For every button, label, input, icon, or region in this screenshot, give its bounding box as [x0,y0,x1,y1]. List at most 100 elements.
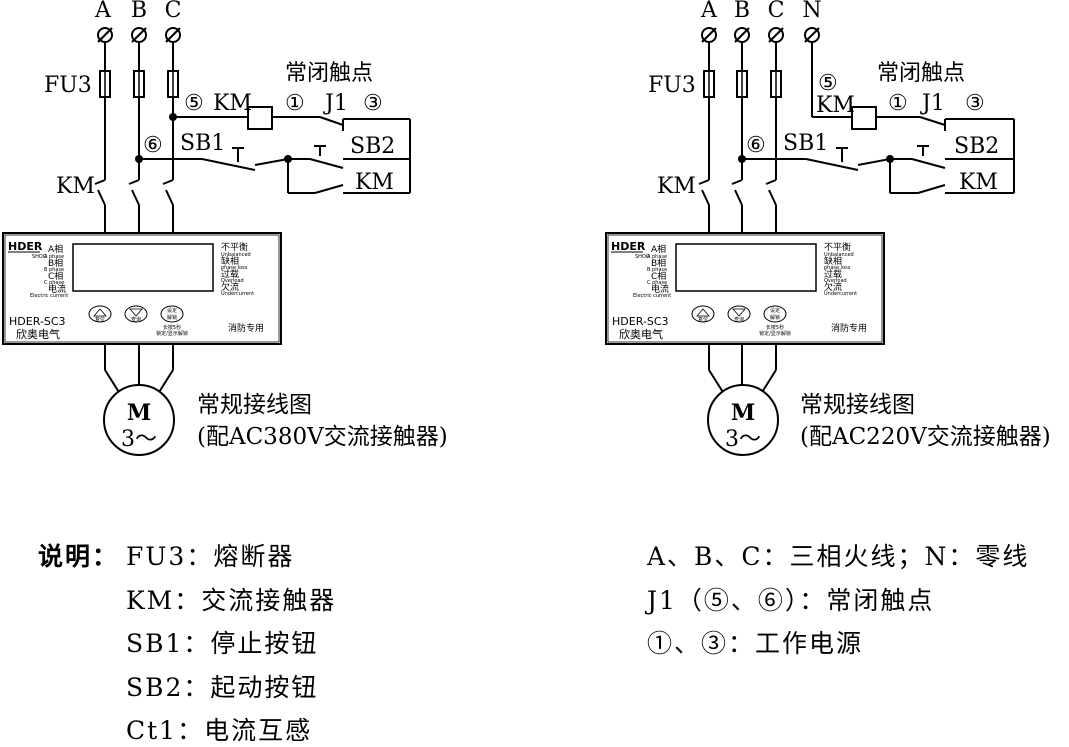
terminal-b [734,27,750,43]
node-5-label: ⑤ [818,71,838,96]
km-coil-label: KM [816,93,855,118]
phase-b-label: B [131,0,147,23]
junction-dot [135,155,143,163]
fuse-c [167,70,179,98]
node-1-label: ① [285,91,305,116]
node-6-label: ⑥ [143,133,163,158]
query-button[interactable]: 查询 [124,305,148,323]
fuse-b [133,70,145,98]
junction-dot [284,155,292,163]
current-text: 电流 [651,283,669,295]
button-note-2: 锁定/显示解锁 [156,330,188,337]
phase-c-text: C相 [651,270,666,282]
legend-item-j1: J1（⑤、⑥）：常闭触点 [647,586,935,615]
km-aux-label: KM [355,170,394,195]
overload-text: 过载 [221,268,239,280]
brand-sub: SHOO [32,254,47,260]
phase-b-text: B相 [48,257,63,269]
phase-c-en: C phase [44,280,64,286]
junction-dot [738,155,746,163]
company-label: 欣奥电气 [16,327,60,341]
control-circuit [742,42,1015,194]
current-en: Electric current [633,293,671,299]
contact-title: 常闭触点 [285,61,373,86]
brand-sub: SHOO [635,254,650,260]
company-label: 欣奥电气 [619,327,663,341]
reset-button[interactable]: 复位 [691,305,715,323]
caption-title: 常规接线图 [800,392,915,418]
undercurrent-text: 欠流 [824,281,842,293]
reset-button[interactable]: 复位 [88,305,112,323]
set-unlock-button[interactable]: 设定 解锁 [763,305,787,323]
query-label: 查询 [734,316,744,323]
j1-label: J1 [920,91,945,116]
undercurrent-en: Undercurrent [221,291,254,297]
node-5-label: ⑤ [184,91,204,116]
caption-title: 常规接线图 [197,392,312,418]
left-diagram: A B C FU3 [44,0,448,456]
junction-dot [169,113,177,121]
neutral-label: N [802,0,821,23]
fu3-label: FU3 [648,73,696,98]
brand-logo: HDER [8,240,43,253]
phase-c-label: C [768,0,785,23]
unbalanced-text: 不平衡 [824,241,851,253]
fuse-a [99,70,111,98]
motor-letter: M [127,400,151,426]
unbalanced-en: Unbalanced [824,252,854,258]
motor-letter: M [731,400,755,426]
phase-c-en: C phase [647,280,667,286]
phase-b-en: B phase [44,267,64,273]
contact-title: 常闭触点 [877,61,965,86]
phase-c-text: C相 [48,270,63,282]
legend-item-ct1: Ct1：电流互感 [126,716,313,745]
phase-a-text: A相 [651,243,666,255]
purpose-label: 消防专用 [831,322,867,334]
km-coil [851,106,877,130]
km-coil [247,106,273,130]
phase-b-text: B相 [651,257,666,269]
sb2-label: SB2 [350,134,395,159]
caption-subtitle: (配AC220V交流接触器) [800,424,1051,450]
fuse-b [736,70,748,98]
set-label: 设定 [167,307,177,314]
phase-c-label: C [165,0,182,23]
set-unlock-button[interactable]: 设定 解锁 [160,305,184,323]
phase-loss-en: phase loss [221,265,248,271]
legend-title: 说明： [38,542,120,571]
reset-label: 复位 [95,316,105,323]
fuse-c [770,70,782,98]
legend-item-power: ①、③：工作电源 [647,629,864,658]
sb2-label: SB2 [954,134,999,159]
model-label: HDER-SC3 [612,315,669,328]
query-button[interactable]: 查询 [727,305,751,323]
motor-phase: 3～ [725,427,761,452]
button-note-1: 长按5秒 [766,324,784,331]
junction-dot [886,155,894,163]
undercurrent-en: Undercurrent [824,291,857,297]
sb1-label: SB1 [783,131,828,156]
node-3-label: ③ [363,91,383,116]
right-diagram: A B C N FU3 [648,0,1051,456]
phase-a-text: A相 [48,243,63,255]
motor [707,384,779,456]
reset-label: 复位 [698,316,708,323]
km-aux-label: KM [959,170,998,195]
sb1-label: SB1 [180,131,225,156]
legend-item-sb1: SB1：停止按钮 [126,629,319,658]
current-text: 电流 [48,283,66,295]
phase-loss-en: phase loss [824,265,851,271]
button-note-2: 锁定/显示解锁 [759,330,791,337]
undercurrent-text: 欠流 [221,281,239,293]
terminal-n [804,27,820,43]
device-panel-left: HDER SHOO A相 A phase B相 B phase C相 C pha… [2,232,282,345]
phase-b-en: B phase [647,267,667,273]
node-3-label: ③ [965,91,985,116]
unlock-label: 解锁 [770,314,780,321]
legend-item-km: KM：交流接触器 [126,586,337,615]
phase-a-en: A phase [44,254,64,260]
set-label: 设定 [770,307,780,314]
button-note-1: 长按5秒 [163,324,181,331]
legend-item-sb2: SB2：起动按钮 [126,673,319,702]
device-panel-right: HDER SHOO A相 A phase B相 B phase C相 C pha… [605,232,885,345]
